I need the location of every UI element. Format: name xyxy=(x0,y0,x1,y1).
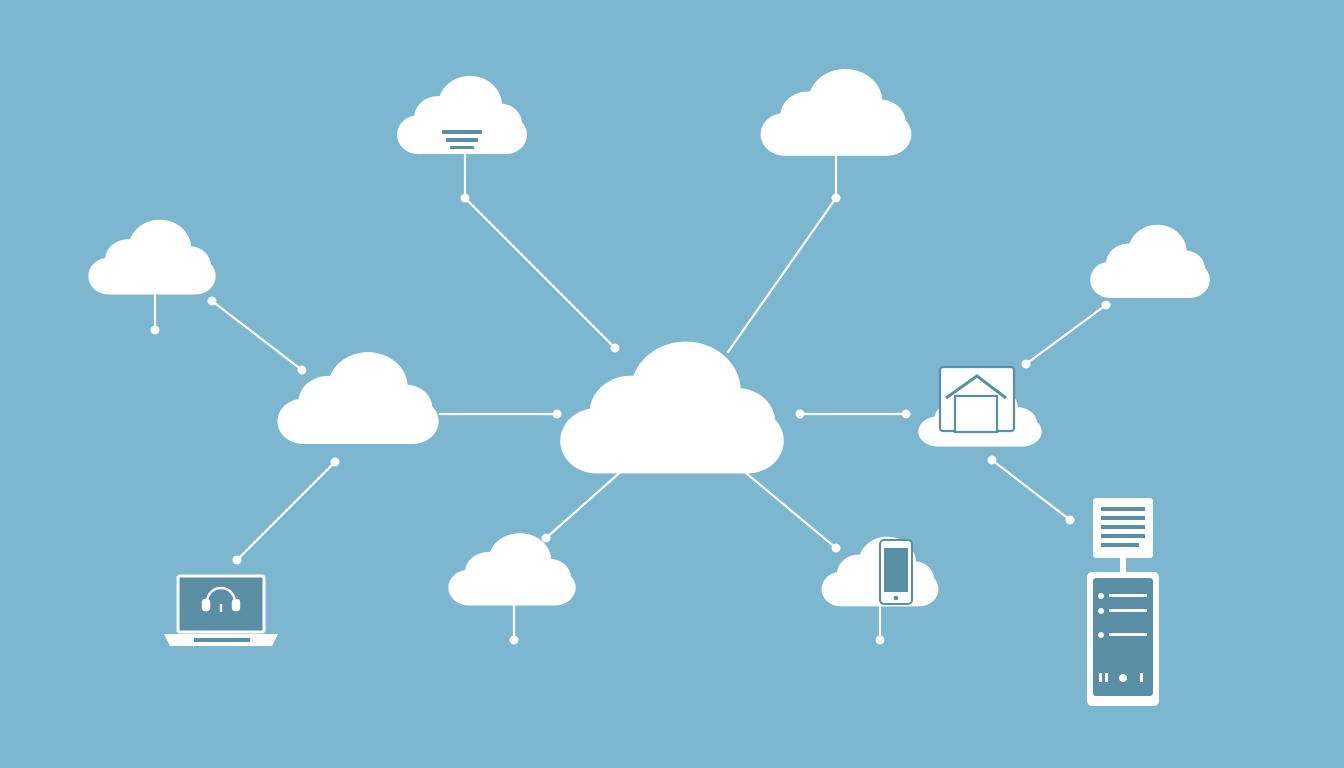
connector-top-left-diag xyxy=(463,196,617,350)
home-icon xyxy=(938,365,1016,434)
smartphone-icon xyxy=(879,539,913,605)
connector-home-right xyxy=(1024,303,1108,366)
stack-icon xyxy=(442,130,482,149)
connector-hub-phone xyxy=(738,466,838,550)
document-icon xyxy=(1093,498,1153,572)
connector-home-server xyxy=(990,458,1072,522)
connector-left-laptop xyxy=(235,460,337,562)
connector-far-left-diag xyxy=(210,299,304,372)
cloud-top-left xyxy=(397,75,527,155)
server-icon xyxy=(1087,572,1159,706)
connector-hub-bottom-center xyxy=(544,466,627,540)
connection-lines xyxy=(153,153,1108,642)
headset-icon xyxy=(201,586,241,612)
laptop-icon xyxy=(164,574,278,646)
connector-top-right-diag xyxy=(726,196,838,354)
